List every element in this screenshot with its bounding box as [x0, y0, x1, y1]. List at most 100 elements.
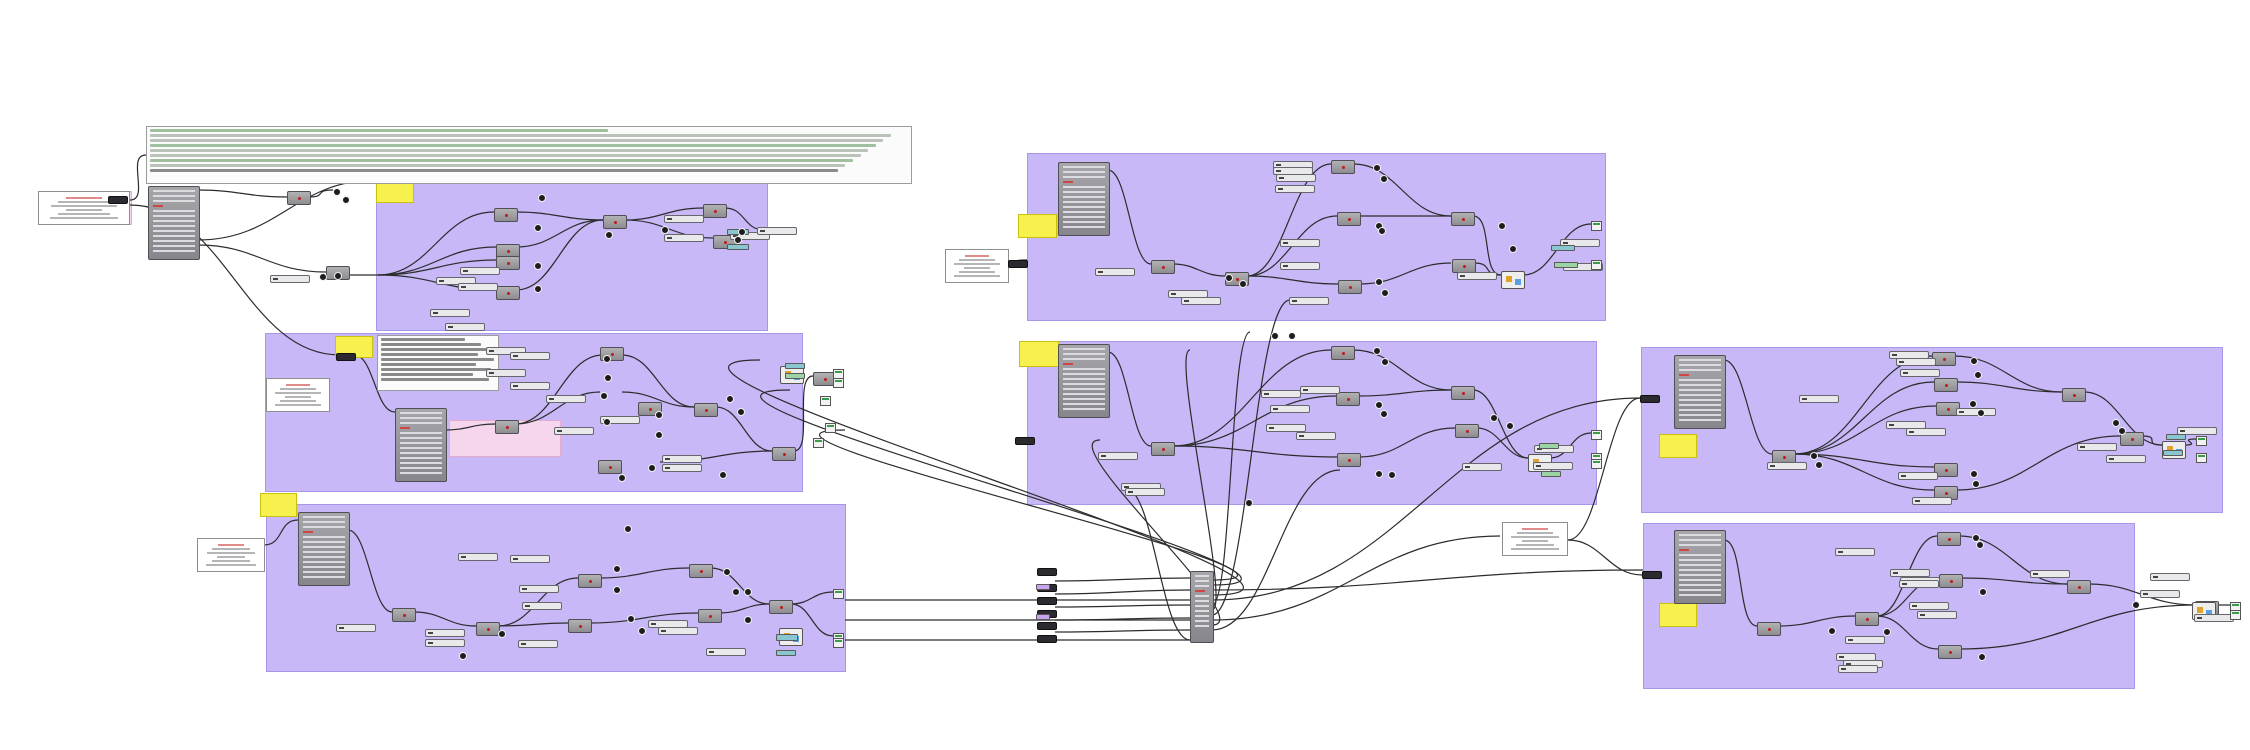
param-row[interactable] — [303, 551, 345, 553]
cluster-component[interactable] — [298, 512, 350, 586]
param-row[interactable] — [400, 422, 442, 424]
slider-knob[interactable] — [1841, 668, 1846, 670]
param-row[interactable] — [1679, 374, 1689, 376]
param-row[interactable] — [153, 215, 195, 217]
param-row[interactable] — [303, 556, 345, 558]
param-row[interactable] — [153, 235, 195, 237]
cluster-component[interactable] — [1190, 571, 1214, 643]
component-node[interactable] — [495, 420, 519, 434]
param-row[interactable] — [1195, 595, 1209, 597]
slider-knob[interactable] — [428, 642, 433, 644]
param-row[interactable] — [1195, 575, 1209, 577]
cluster-component[interactable] — [1058, 162, 1110, 236]
output-param[interactable] — [2230, 610, 2241, 620]
number-slider[interactable] — [1906, 428, 1946, 436]
number-slider[interactable] — [1912, 497, 1952, 505]
param-row[interactable] — [1063, 353, 1105, 355]
number-slider[interactable] — [425, 639, 465, 647]
number-slider[interactable] — [445, 323, 485, 331]
param-row[interactable] — [1679, 594, 1721, 596]
param-row[interactable] — [1063, 171, 1105, 173]
slider-knob[interactable] — [1269, 427, 1274, 429]
slider-knob[interactable] — [273, 278, 278, 280]
output-param[interactable] — [1591, 260, 1602, 270]
number-slider[interactable] — [546, 395, 586, 403]
param-row[interactable] — [400, 462, 442, 464]
scribble-note-7[interactable] — [1659, 603, 1697, 627]
number-slider[interactable] — [2150, 573, 2190, 581]
scribble-note-5[interactable] — [1019, 341, 1059, 367]
param-row[interactable] — [1679, 394, 1721, 396]
slider-knob[interactable] — [2109, 458, 2114, 460]
input-param[interactable] — [336, 353, 356, 361]
component-node[interactable] — [703, 204, 727, 218]
number-slider[interactable] — [425, 629, 465, 637]
number-slider[interactable] — [2177, 427, 2217, 435]
param-row[interactable] — [303, 566, 345, 568]
output-param[interactable] — [2196, 436, 2207, 446]
param-row[interactable] — [153, 225, 195, 227]
slider-knob[interactable] — [525, 605, 530, 607]
slider-knob[interactable] — [665, 458, 670, 460]
slider-knob[interactable] — [461, 556, 466, 558]
input-param[interactable] — [1037, 622, 1057, 630]
number-slider[interactable] — [518, 640, 558, 648]
param-row[interactable] — [1195, 615, 1209, 617]
output-param[interactable] — [1591, 430, 1602, 440]
slider-knob[interactable] — [433, 312, 438, 314]
component-node[interactable] — [1151, 260, 1175, 274]
param-row[interactable] — [1063, 206, 1105, 208]
slider-knob[interactable] — [1101, 455, 1106, 457]
param-row[interactable] — [303, 531, 313, 533]
color-swatch[interactable] — [1541, 471, 1561, 477]
number-slider[interactable] — [757, 227, 797, 235]
slider-knob[interactable] — [1171, 293, 1176, 295]
number-slider[interactable] — [1270, 405, 1310, 413]
component-node[interactable] — [1151, 442, 1175, 456]
slider-knob[interactable] — [2080, 446, 2085, 448]
component-node[interactable] — [603, 215, 627, 229]
slider-knob[interactable] — [489, 350, 494, 352]
component-node[interactable] — [1451, 386, 1475, 400]
param-row[interactable] — [1679, 399, 1721, 401]
number-slider[interactable] — [1838, 665, 1878, 673]
slider-knob[interactable] — [1098, 271, 1103, 273]
param-row[interactable] — [303, 521, 345, 523]
param-row[interactable] — [1063, 393, 1105, 395]
component-node[interactable] — [694, 403, 718, 417]
param-row[interactable] — [400, 472, 442, 474]
slider-knob[interactable] — [1802, 398, 1807, 400]
param-row[interactable] — [1679, 539, 1721, 541]
slider-knob[interactable] — [1893, 572, 1898, 574]
param-row[interactable] — [400, 467, 442, 469]
param-row[interactable] — [1063, 358, 1105, 360]
param-row[interactable] — [1195, 620, 1209, 622]
param-row[interactable] — [1679, 554, 1721, 556]
number-slider[interactable] — [460, 267, 500, 275]
custom-preview[interactable] — [1501, 271, 1525, 289]
param-row[interactable] — [1063, 196, 1105, 198]
param-row[interactable] — [1063, 226, 1105, 228]
number-slider[interactable] — [1898, 472, 1938, 480]
slider-knob[interactable] — [1283, 242, 1288, 244]
number-slider[interactable] — [458, 283, 498, 291]
slider-knob[interactable] — [549, 398, 554, 400]
number-slider[interactable] — [510, 382, 550, 390]
param-row[interactable] — [303, 571, 345, 573]
slider-knob[interactable] — [2033, 573, 2038, 575]
slider-knob[interactable] — [522, 588, 527, 590]
slider-knob[interactable] — [1264, 393, 1269, 395]
text-panel[interactable] — [38, 191, 130, 225]
output-param[interactable] — [813, 438, 824, 448]
component-node[interactable] — [287, 191, 311, 205]
component-node[interactable] — [598, 460, 622, 474]
component-node[interactable] — [1938, 645, 1962, 659]
color-swatch[interactable] — [1554, 262, 1578, 268]
param-row[interactable] — [1195, 610, 1209, 612]
color-swatch[interactable] — [1036, 614, 1050, 620]
param-row[interactable] — [153, 210, 195, 212]
slider-knob[interactable] — [1276, 170, 1281, 172]
param-row[interactable] — [1679, 559, 1721, 561]
component-node[interactable] — [392, 608, 416, 622]
slider-knob[interactable] — [448, 326, 453, 328]
